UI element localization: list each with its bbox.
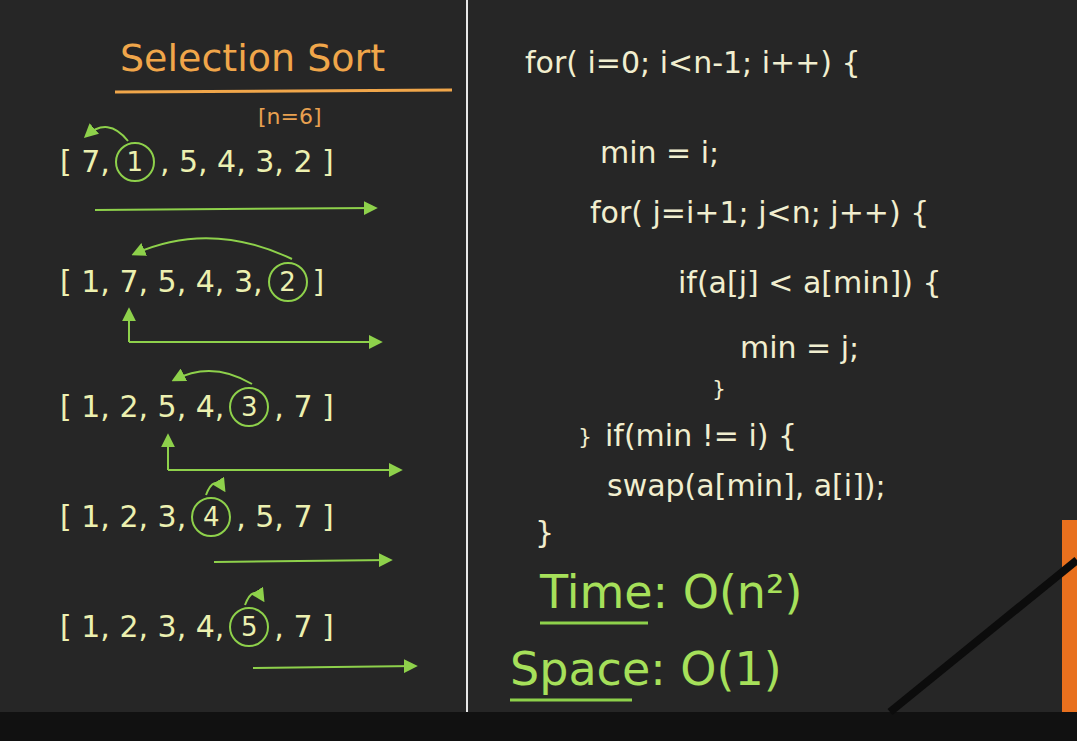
- code-line: if(min != i) {: [605, 418, 797, 454]
- array-row: [ 1, 2, 3, 4 , 5, 7 ]: [60, 497, 334, 537]
- circled-minimum: 1: [115, 142, 155, 182]
- circled-minimum: 2: [268, 262, 308, 302]
- code-line: min = i;: [600, 135, 719, 171]
- code-brace: }: [712, 376, 726, 402]
- array-part: , 7 ]: [274, 389, 333, 425]
- element-value: 3: [241, 394, 258, 420]
- time-complexity: Time: O(n²): [540, 565, 802, 620]
- mic-stand: [890, 560, 1077, 712]
- code-line: for( i=0; i<n-1; i++) {: [525, 45, 861, 81]
- title-underline: [115, 90, 452, 92]
- element-value: 4: [203, 504, 220, 530]
- array-row: [ 7, 1 , 5, 4, 3, 2 ]: [60, 142, 334, 182]
- code-line: swap(a[min], a[i]);: [607, 468, 886, 504]
- array-part: [ 1, 7, 5, 4, 3,: [60, 264, 263, 300]
- array-part: [ 1, 2, 3, 4,: [60, 609, 224, 645]
- title: Selection Sort: [120, 36, 385, 82]
- space-underline: [510, 699, 632, 702]
- code-line: min = j;: [740, 330, 859, 366]
- array-part: , 7 ]: [274, 609, 333, 645]
- code-line: for( j=i+1; j<n; j++) {: [590, 195, 929, 231]
- circled-minimum: 3: [229, 387, 269, 427]
- circled-minimum: 5: [229, 607, 269, 647]
- array-part: , 5, 7 ]: [236, 499, 334, 535]
- circled-minimum: 4: [191, 497, 231, 537]
- presenter-figure: [1062, 520, 1077, 712]
- array-row: [ 1, 2, 3, 4, 5 , 7 ]: [60, 607, 334, 647]
- element-value: 2: [279, 269, 296, 295]
- code-line: if(a[j] < a[min]) {: [678, 265, 942, 301]
- array-part: , 5, 4, 3, 2 ]: [160, 144, 334, 180]
- size-note: [n=6]: [258, 104, 322, 130]
- code-brace: }: [578, 424, 592, 450]
- bottom-bar: [0, 712, 1077, 741]
- array-part: [ 1, 2, 3,: [60, 499, 186, 535]
- array-part: [ 7,: [60, 144, 110, 180]
- array-part: [ 1, 2, 5, 4,: [60, 389, 224, 425]
- divider-line: [466, 0, 468, 712]
- space-complexity: Space: O(1): [510, 642, 782, 697]
- array-row: [ 1, 2, 5, 4, 3 , 7 ]: [60, 387, 334, 427]
- code-brace: }: [535, 515, 554, 551]
- time-underline: [540, 622, 648, 625]
- element-value: 1: [127, 149, 144, 175]
- element-value: 5: [241, 614, 258, 640]
- array-part: ]: [313, 264, 325, 300]
- array-row: [ 1, 7, 5, 4, 3, 2]: [60, 262, 324, 302]
